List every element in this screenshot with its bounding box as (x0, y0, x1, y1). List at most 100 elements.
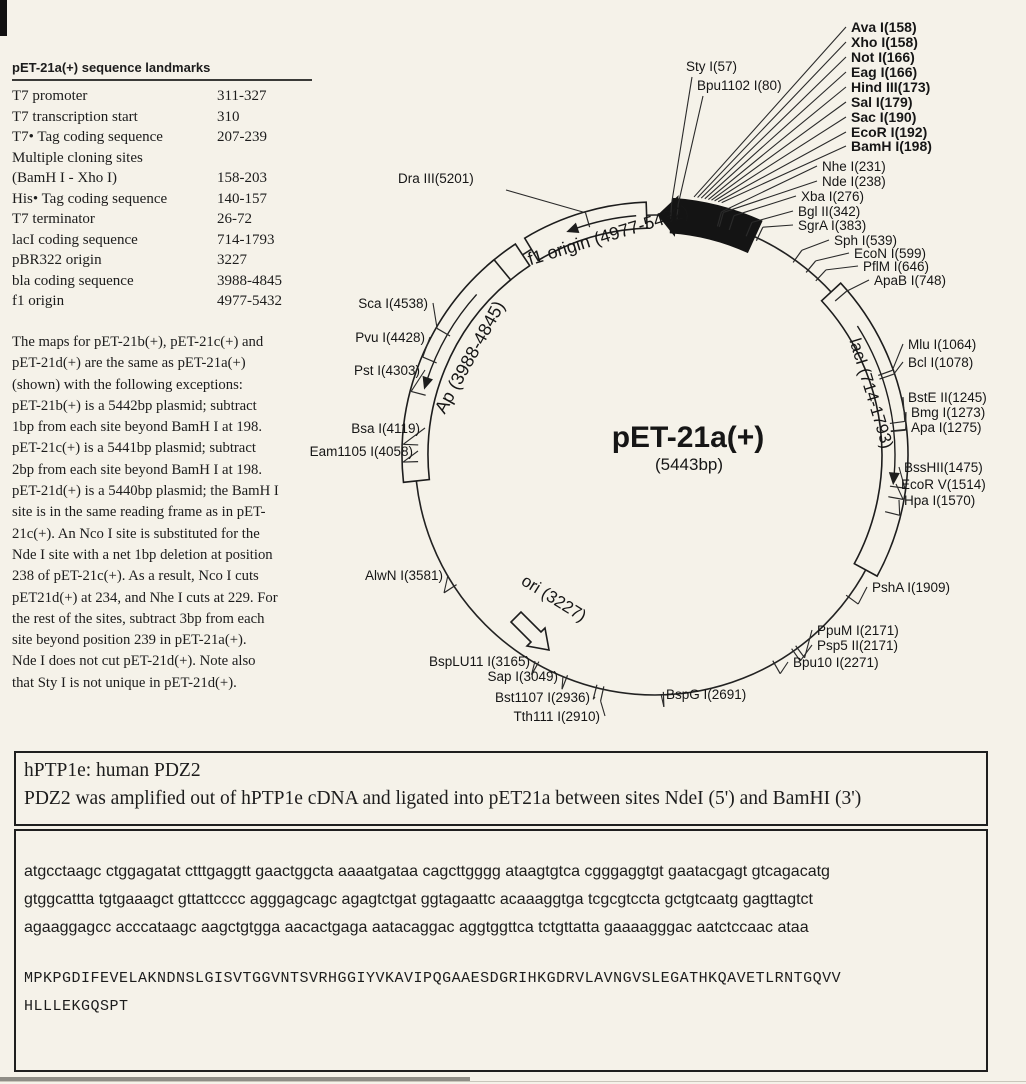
notes-line: The maps for pET-21b(+), pET-21c(+) and (12, 334, 264, 350)
notes-line: site is in the same reading frame as in … (12, 504, 266, 521)
landmark-position: 310 (217, 108, 240, 125)
landmark-row: f1 origin 4977-5432 (12, 291, 312, 312)
restriction-site-label: EcoN I(599) (854, 246, 926, 261)
restriction-site-label: Bmg I(1273) (911, 405, 985, 420)
restriction-site-label: Pst I(4303) (354, 363, 420, 378)
site-leader-line (846, 279, 870, 292)
site-tick (716, 211, 722, 227)
landmark-name: Multiple cloning sites (12, 149, 143, 166)
notes-line: 238 of pET-21c(+). As a result, Nco I cu… (12, 568, 259, 585)
restriction-site-label: Apa I(1275) (911, 420, 982, 435)
landmark-position: 26-72 (217, 211, 252, 227)
t7-region-arrowhead (657, 195, 679, 237)
site-leader-line (505, 189, 586, 214)
restriction-site-label: ApaB I(748) (874, 273, 946, 288)
site-tick (669, 203, 673, 219)
t7-expression-region-segment (669, 197, 763, 254)
site-tick (834, 290, 847, 302)
site-leader-line (677, 95, 704, 205)
site-tick (888, 496, 904, 500)
site-leader-line (708, 86, 847, 200)
landmark-position: 158-203 (217, 170, 267, 186)
restriction-site-label: PpuM I(2171) (817, 623, 899, 638)
site-tick (792, 249, 803, 263)
f1-origin-segment (523, 201, 648, 262)
ap-arrowhead (422, 375, 434, 390)
map-notes-paragraph: The maps for pET-21b(+), pET-21c(+) and p… (12, 332, 322, 694)
restriction-site-label: Tth111 I(2910) (513, 709, 600, 724)
restriction-site-label: Hpa I(1570) (904, 493, 975, 508)
site-tick (728, 215, 735, 231)
insert-description: PDZ2 was amplified out of hPTP1e cDNA an… (24, 788, 862, 809)
sequence-landmarks-table: pET-21a(+) sequence landmarks T7 promote… (12, 60, 312, 312)
notes-line: (shown) with the following exceptions: (12, 376, 243, 393)
insert-info-box: hPTP1e: human PDZ2 PDZ2 was amplified ou… (14, 751, 988, 826)
landmark-position: 714-1793 (217, 231, 275, 248)
site-tick (845, 594, 859, 605)
restriction-site-label: Nde I(238) (822, 174, 886, 189)
site-tick (592, 684, 598, 700)
landmark-name: His• Tag coding sequence (12, 190, 168, 207)
restriction-site-label: Bcl I(1078) (908, 355, 973, 370)
site-leader-line (592, 696, 596, 700)
restriction-site-label: Bsa I(4119) (351, 421, 420, 436)
lacI-arrowhead (888, 472, 900, 486)
site-tick (676, 204, 679, 220)
notes-line: pET-21d(+) is a 5440bp plasmid; the BamH… (12, 483, 279, 500)
protein-sequence-line: HLLLEKGQSPT (24, 998, 129, 1015)
site-leader-line (660, 693, 665, 707)
landmark-position: 311-327 (217, 88, 267, 104)
restriction-site-label: PshA I(1909) (872, 580, 950, 595)
restriction-site-label: Sal I(179) (851, 94, 912, 110)
site-leader-line (711, 101, 847, 201)
restriction-site-label: Xba I(276) (801, 189, 864, 204)
site-tick (755, 226, 764, 242)
protein-sequence: MPKPGDIFEVELAKNDNSLGISVTGGVNTSVRHGGIYVKA… (24, 965, 986, 1021)
landmark-name: T7 promoter (12, 88, 88, 104)
dna-sequence-line: agaaggagcc acccataagc aagctgtgga aacactg… (24, 919, 809, 936)
restriction-site-label: Hind III(173) (851, 79, 930, 95)
restriction-site-label: Psp5 II(2171) (817, 638, 898, 653)
site-leader-line (891, 343, 904, 371)
notes-line: site beyond position 239 in pET-21a(+). (12, 632, 247, 649)
restriction-site-label: Bpu1102 I(80) (697, 78, 782, 93)
restriction-site-label: Eam1105 I(4058) (310, 444, 413, 459)
restriction-site-label: Sph I(539) (834, 233, 897, 248)
site-leader-line (693, 26, 847, 198)
site-tick (561, 675, 569, 690)
site-tick (890, 429, 906, 433)
site-leader-line (697, 41, 847, 198)
restriction-site-label: EcoR I(192) (851, 124, 927, 140)
landmark-position (217, 148, 312, 169)
plasmid-title: pET-21a(+) (612, 421, 765, 454)
restriction-site-label: BamH I(198) (851, 138, 932, 154)
landmark-position: 140-157 (217, 190, 267, 207)
site-leader-line (762, 224, 794, 228)
plasmid-size-label: (5443bp) (655, 455, 723, 474)
restriction-site-label: Dra III(5201) (398, 171, 474, 186)
site-leader-line (779, 661, 789, 674)
ap-segment (401, 258, 512, 484)
landmark-row: T7 promoter 311-327 (12, 86, 312, 107)
restriction-site-label: Eag I(166) (851, 64, 917, 80)
scan-artifact-topleft (0, 0, 7, 36)
site-leader-line (531, 660, 536, 675)
restriction-site-label: Mlu I(1064) (908, 337, 976, 352)
site-tick (889, 420, 905, 425)
landmark-row: His• Tag coding sequence 140-157 (12, 189, 312, 210)
notes-line: pET-21c(+) is a 5441bp plasmid; subtract (12, 440, 256, 457)
site-tick (436, 327, 451, 337)
landmark-position: 3988-4845 (217, 272, 282, 289)
dna-sequence: atgcctaagc ctggagatat ctttgaggtt gaactgg… (24, 858, 986, 942)
site-leader-line (825, 265, 859, 271)
notes-line: pET-21b(+) is a 5442bp plasmid; subtract (12, 397, 257, 414)
site-leader-line (801, 239, 830, 251)
landmark-name: f1 origin (12, 293, 65, 309)
site-tick (879, 373, 894, 380)
site-leader-line (432, 302, 438, 329)
landmark-position: 4977-5432 (217, 293, 282, 309)
